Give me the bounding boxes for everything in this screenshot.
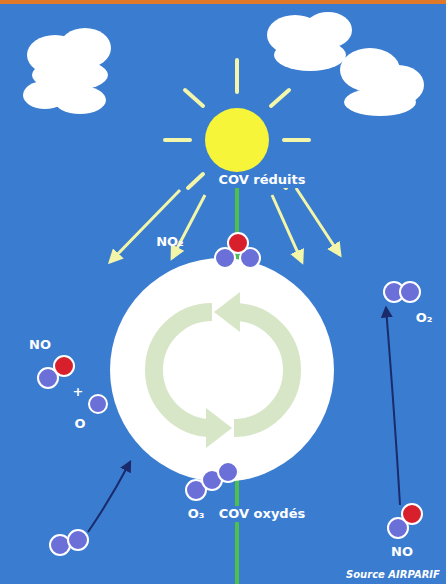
cloud <box>23 28 111 114</box>
cloud <box>267 12 424 116</box>
sun <box>205 108 269 172</box>
molecule-label: COV oxydés <box>216 506 308 522</box>
molecule-label: O₂ <box>416 311 433 325</box>
molecule-label: + <box>73 385 84 399</box>
source-note: Source AIRPARIF <box>346 569 440 580</box>
molecule-label: O <box>74 417 85 431</box>
top-strip <box>0 0 446 4</box>
sun-rays <box>165 60 309 188</box>
cycle-arrows <box>154 292 292 448</box>
cycle-circle <box>110 258 334 482</box>
molecule-label: NO <box>391 545 413 559</box>
molecules <box>38 233 422 555</box>
molecule-label: NO <box>29 338 51 352</box>
molecule-label: COV réduits <box>215 172 308 188</box>
molecule-label: O₃ <box>188 507 205 521</box>
molecule-label: NO₂ <box>156 235 184 249</box>
reaction-arrow <box>88 308 400 532</box>
